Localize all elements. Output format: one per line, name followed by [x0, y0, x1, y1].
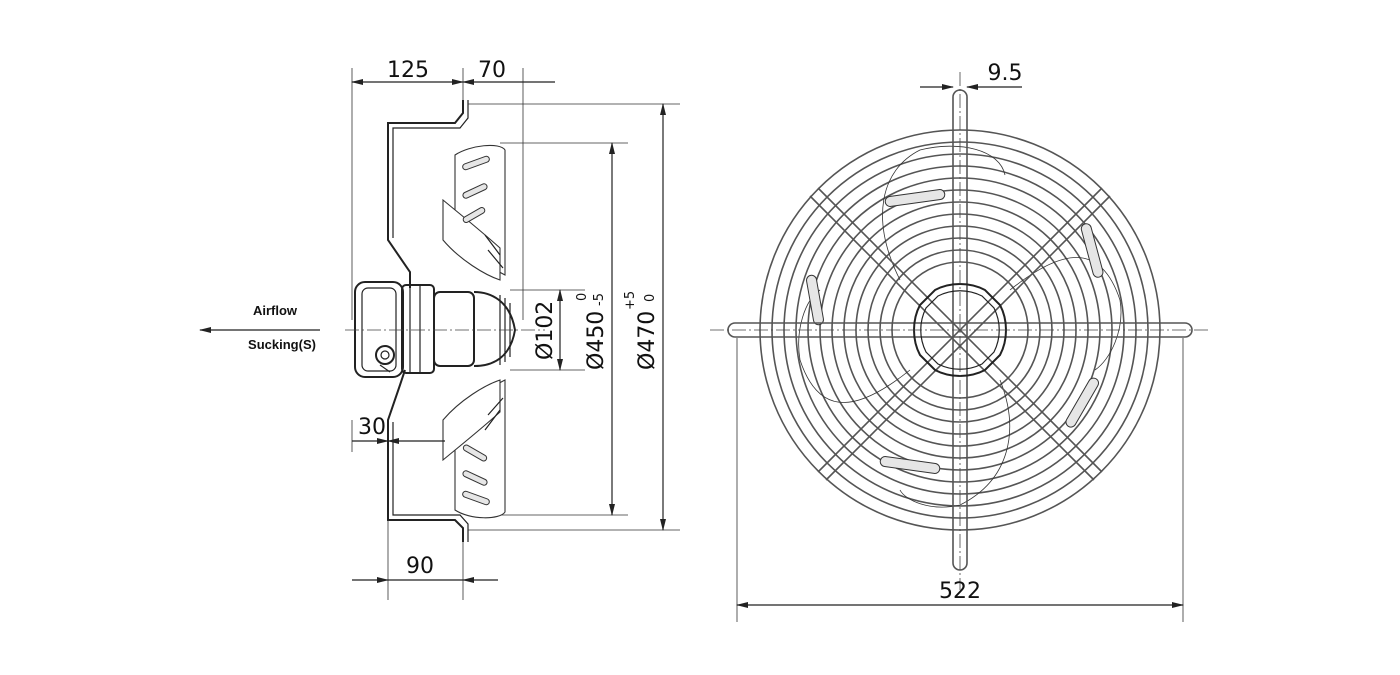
dimension-30: 30 [351, 415, 445, 452]
dimension-dia470: Ø470 +5 0 [623, 103, 666, 531]
airflow-indicator: Airflow Sucking(S) [199, 303, 320, 352]
dimension-dia102: Ø102 [533, 289, 563, 371]
dimension-70-label: 70 [478, 58, 506, 83]
blades-side [442, 144, 506, 519]
airflow-label: Airflow [253, 303, 298, 318]
dimension-dia450-tol-upper: 0 [575, 293, 590, 301]
dimension-9-5-label: 9.5 [988, 61, 1023, 86]
dimension-dia450: Ø450 0 -5 [575, 142, 615, 516]
dimension-9-5: 9.5 [920, 61, 1023, 90]
dimension-90: 90 [352, 520, 498, 600]
sucking-label: Sucking(S) [248, 337, 316, 352]
terminal-box [354, 281, 404, 378]
blades-front [798, 145, 1122, 508]
dimension-dia470-tol-upper: +5 [623, 291, 638, 310]
rotor-hub [401, 284, 517, 374]
hub-plate [913, 283, 1007, 377]
dimension-dia102-label: Ø102 [533, 301, 558, 360]
dimension-125: 125 [351, 58, 464, 85]
side-view: 125 70 [199, 58, 680, 600]
dimension-30-label: 30 [358, 415, 386, 440]
dimension-90-label: 90 [406, 554, 434, 579]
dimension-dia470-label: Ø470 [635, 311, 660, 370]
dimension-125-label: 125 [387, 58, 429, 83]
dimension-dia470-tol-lower: 0 [643, 294, 658, 302]
dimension-dia450-label: Ø450 [584, 311, 609, 370]
dimension-dia450-tol-lower: -5 [592, 293, 607, 306]
dimension-522-label: 522 [939, 579, 981, 604]
dimension-70: 70 [462, 58, 555, 85]
dimension-522: 522 [736, 338, 1184, 622]
front-view: 9.5 522 [710, 61, 1210, 622]
